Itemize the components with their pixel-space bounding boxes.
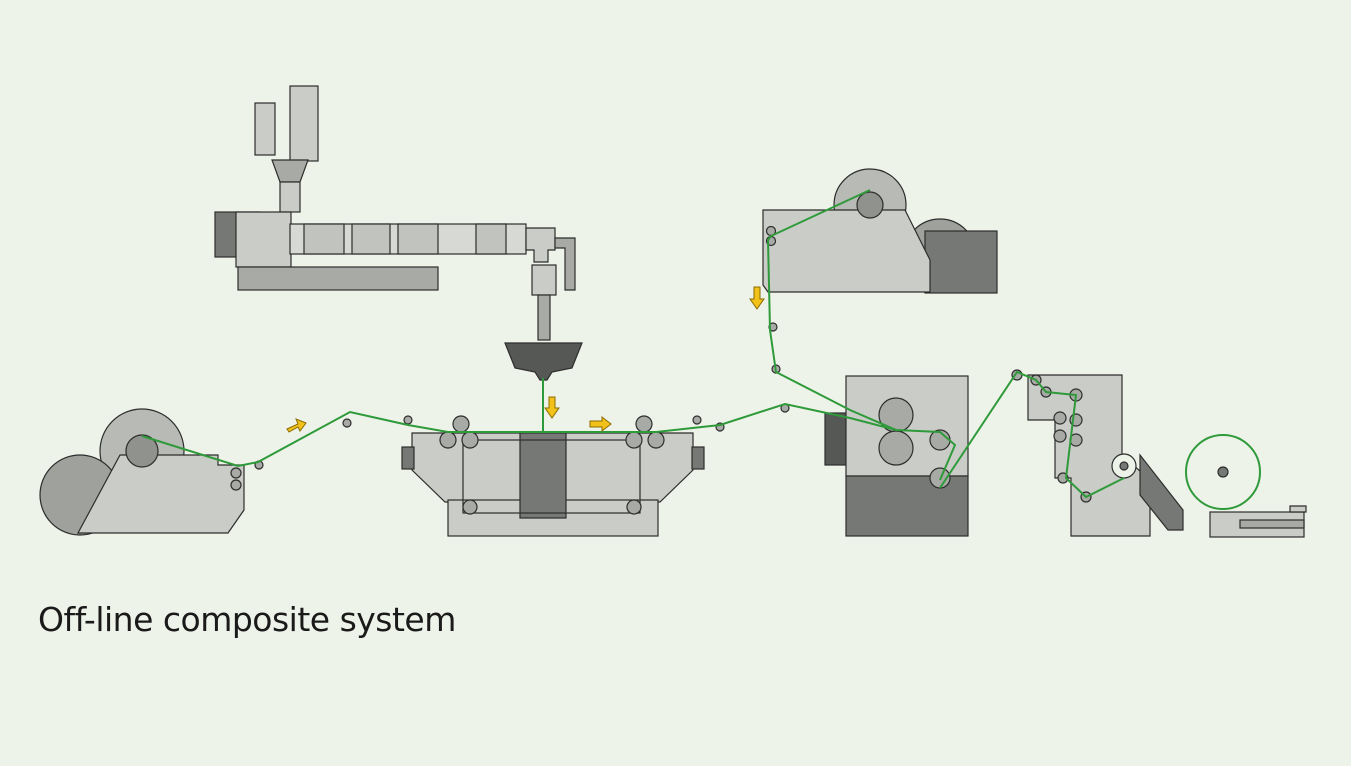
unwinder-body bbox=[76, 454, 245, 534]
unwinder-body bbox=[762, 209, 931, 293]
extruder-base bbox=[237, 266, 439, 291]
diagram-caption: Off-line composite system bbox=[38, 600, 456, 639]
guide-roller bbox=[230, 479, 242, 491]
second-web bbox=[766, 189, 897, 431]
dancer-roller bbox=[1053, 411, 1067, 425]
discharge-chute bbox=[1139, 453, 1184, 531]
unwinder-left bbox=[39, 408, 264, 536]
idler-roller bbox=[342, 418, 352, 428]
laminated-web bbox=[939, 370, 1125, 499]
heater-band bbox=[303, 223, 345, 255]
unwind-reel-core bbox=[125, 434, 159, 468]
pressure-roller bbox=[452, 415, 470, 433]
heater-band bbox=[397, 223, 439, 255]
dancer-roller bbox=[1053, 429, 1067, 443]
tension-roller-core bbox=[1119, 461, 1129, 471]
rewinder-rail bbox=[1239, 519, 1305, 529]
adapter bbox=[525, 227, 556, 263]
unwinder-top bbox=[762, 168, 998, 413]
web-paths bbox=[141, 189, 1125, 499]
lamination-base bbox=[845, 475, 969, 537]
accumulator bbox=[1027, 374, 1184, 537]
accumulator-frame bbox=[1027, 374, 1151, 537]
arrow-down-icon bbox=[749, 286, 765, 310]
belt-roller bbox=[462, 499, 478, 515]
guide-roller bbox=[230, 467, 242, 479]
belt-roller bbox=[626, 499, 642, 515]
drive-housing bbox=[924, 230, 998, 294]
coat-hanger-die bbox=[504, 342, 583, 381]
arrow-down-icon bbox=[544, 396, 560, 419]
arrow-right-icon bbox=[286, 418, 307, 433]
extruder-gearbox bbox=[235, 211, 292, 268]
arrow-right-icon bbox=[589, 415, 612, 433]
hopper-small bbox=[254, 102, 276, 156]
laminating-roll bbox=[878, 430, 914, 466]
extruder bbox=[214, 85, 583, 381]
pressure-roller bbox=[635, 415, 653, 433]
belt-path bbox=[462, 439, 641, 514]
heater-band bbox=[351, 223, 391, 255]
die-stem bbox=[537, 294, 551, 341]
unwind-reel-core bbox=[856, 191, 884, 219]
idler-roller bbox=[692, 415, 702, 425]
melt-pump bbox=[531, 264, 557, 296]
laminating-unit bbox=[824, 369, 1023, 537]
process-diagram bbox=[39, 85, 1307, 538]
direction-arrows bbox=[286, 286, 765, 433]
feed-throat bbox=[271, 159, 309, 183]
idler-roller bbox=[403, 415, 413, 425]
nip-roller bbox=[439, 431, 457, 449]
melt-pipe bbox=[554, 237, 576, 291]
nip-roller bbox=[647, 431, 665, 449]
hopper-large bbox=[289, 85, 319, 162]
chill-unit bbox=[519, 432, 567, 519]
laminator bbox=[342, 415, 725, 537]
side-cylinder bbox=[691, 446, 705, 470]
heater-band bbox=[475, 223, 507, 255]
rewinder bbox=[1185, 434, 1307, 538]
substrate-web bbox=[141, 402, 957, 481]
nip-roller bbox=[625, 431, 643, 449]
nip-roller bbox=[461, 431, 479, 449]
side-cylinder bbox=[401, 446, 415, 470]
feed-neck bbox=[279, 181, 301, 213]
rewinder-stop bbox=[1289, 505, 1307, 513]
rewind-reel-core bbox=[1217, 466, 1229, 478]
